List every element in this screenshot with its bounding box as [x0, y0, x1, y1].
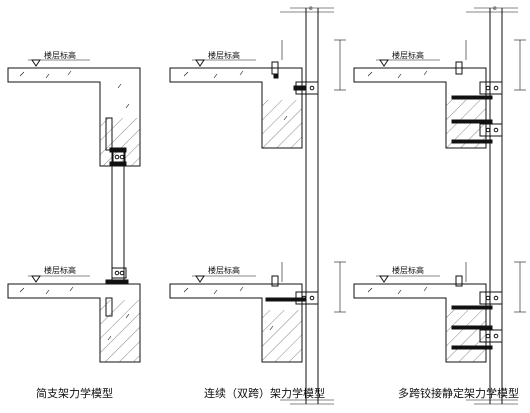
- anchor-bracket-icon: [271, 61, 319, 95]
- bottom-slab: [353, 283, 487, 363]
- level-marker-top: 楼层标高: [192, 50, 256, 67]
- level-label: 楼层标高: [208, 265, 240, 275]
- top-slab: [169, 67, 303, 149]
- level-label: 楼层标高: [392, 50, 424, 60]
- top-slab: [7, 67, 141, 167]
- dimension-line: [465, 39, 526, 313]
- level-triangle-icon: [195, 59, 205, 67]
- level-triangle-icon: [379, 59, 389, 67]
- mullion: e: [280, 5, 334, 405]
- svg-text:e: e: [493, 5, 497, 12]
- svg-text:e: e: [309, 5, 313, 12]
- level-label: 楼层标高: [392, 265, 424, 275]
- bottom-slab: [7, 283, 141, 363]
- panel-simple-support: 楼层标高 楼层标高: [7, 50, 141, 400]
- level-marker-bottom: 楼层标高: [192, 265, 256, 283]
- anchor-bracket-icon: [105, 267, 129, 317]
- level-marker-top: 楼层标高: [28, 50, 90, 67]
- panel-multi-span: e 楼层标高: [353, 5, 526, 405]
- anchor-bracket-icon: [105, 117, 127, 166]
- level-triangle-icon: [31, 275, 41, 283]
- bottom-slab: [169, 283, 303, 363]
- caption-continuous: 连续（双跨）架力学模型: [204, 386, 325, 400]
- dimension-line: [281, 39, 346, 313]
- level-marker-top: 楼层标高: [376, 50, 440, 67]
- level-label: 楼层标高: [44, 265, 76, 275]
- level-triangle-icon: [379, 275, 389, 283]
- anchor-bracket-icon: [451, 61, 503, 144]
- level-marker-bottom: 楼层标高: [376, 265, 440, 283]
- caption-simple: 简支架力学模型: [36, 386, 113, 400]
- level-marker-bottom: 楼层标高: [28, 265, 90, 283]
- level-triangle-icon: [195, 275, 205, 283]
- anchor-bracket-icon: [265, 275, 319, 305]
- level-label: 楼层标高: [44, 50, 76, 60]
- anchor-bracket-icon: [451, 275, 503, 350]
- caption-multi-span: 多跨铰接静定架力学模型: [398, 386, 519, 400]
- level-label: 楼层标高: [208, 50, 240, 60]
- panel-continuous: e 楼层标高: [169, 5, 346, 405]
- top-slab: [353, 67, 487, 149]
- level-triangle-icon: [31, 59, 41, 67]
